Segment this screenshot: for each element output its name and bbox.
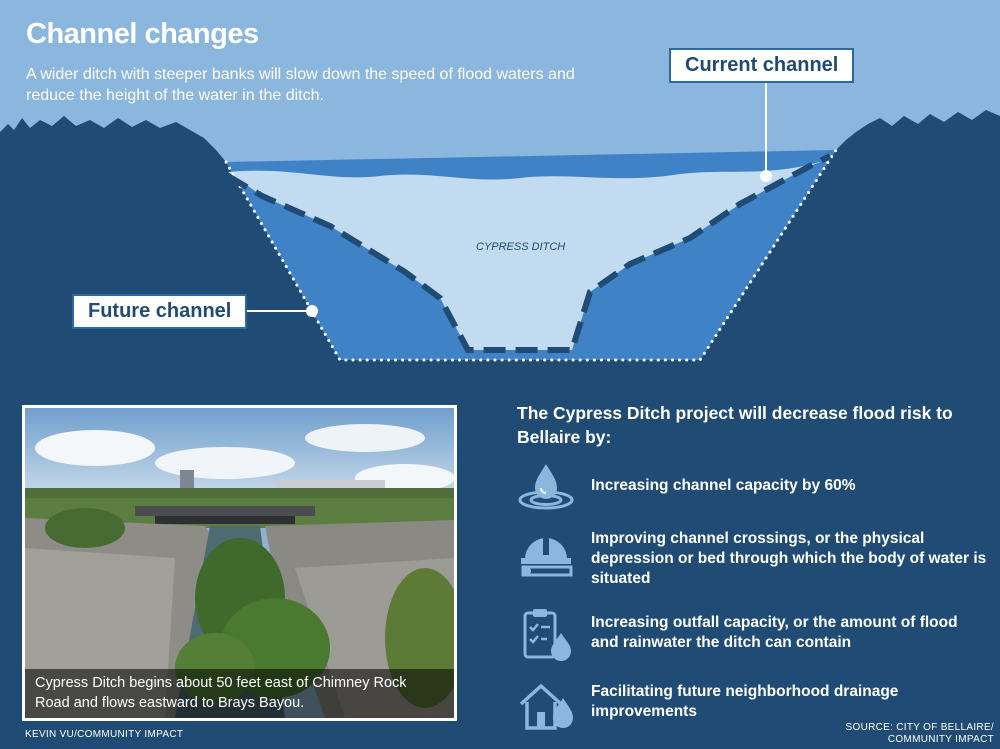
benefit-text: Improving channel crossings, or the phys… (591, 530, 987, 587)
benefit-item: Increasing channel capacity by 60% (517, 458, 987, 512)
page-title: Channel changes (26, 18, 259, 50)
ground (0, 110, 1000, 400)
future-channel-outline (224, 148, 838, 362)
current-channel-outline (226, 153, 832, 353)
benefit-text: Increasing channel capacity by 60% (591, 477, 856, 494)
water-area (228, 160, 826, 350)
benefit-item: Facilitating future neighborhood drainag… (517, 678, 987, 732)
future-channel-label: Future channel (72, 294, 248, 329)
photo-caption: Cypress Ditch begins about 50 feet east … (25, 669, 454, 718)
source-credit: SOURCE: CITY OF BELLAIRE/ COMMUNITY IMPA… (846, 722, 994, 746)
page-subtitle: A wider ditch with steeper banks will sl… (26, 66, 575, 104)
water-drop-icon (518, 464, 574, 510)
clipboard-drop-icon (523, 609, 571, 661)
source-line-2: COMMUNITY IMPACT (887, 734, 994, 745)
benefit-item: Increasing outfall capacity, or the amou… (517, 607, 987, 661)
benefits-title: The Cypress Ditch project will decrease … (517, 403, 953, 447)
benefit-text: Facilitating future neighborhood drainag… (591, 683, 899, 720)
photo-credit: KEVIN VU/COMMUNITY IMPACT (25, 729, 184, 740)
benefit-item: Improving channel crossings, or the phys… (517, 525, 987, 589)
hard-hat-blueprint-icon (521, 535, 573, 577)
source-line-1: SOURCE: CITY OF BELLAIRE/ (845, 722, 994, 733)
house-drop-icon (519, 683, 573, 730)
current-channel-label: Current channel (669, 48, 855, 83)
ditch-name-label: CYPRESS DITCH (476, 241, 566, 253)
benefit-text: Increasing outfall capacity, or the amou… (591, 614, 958, 651)
